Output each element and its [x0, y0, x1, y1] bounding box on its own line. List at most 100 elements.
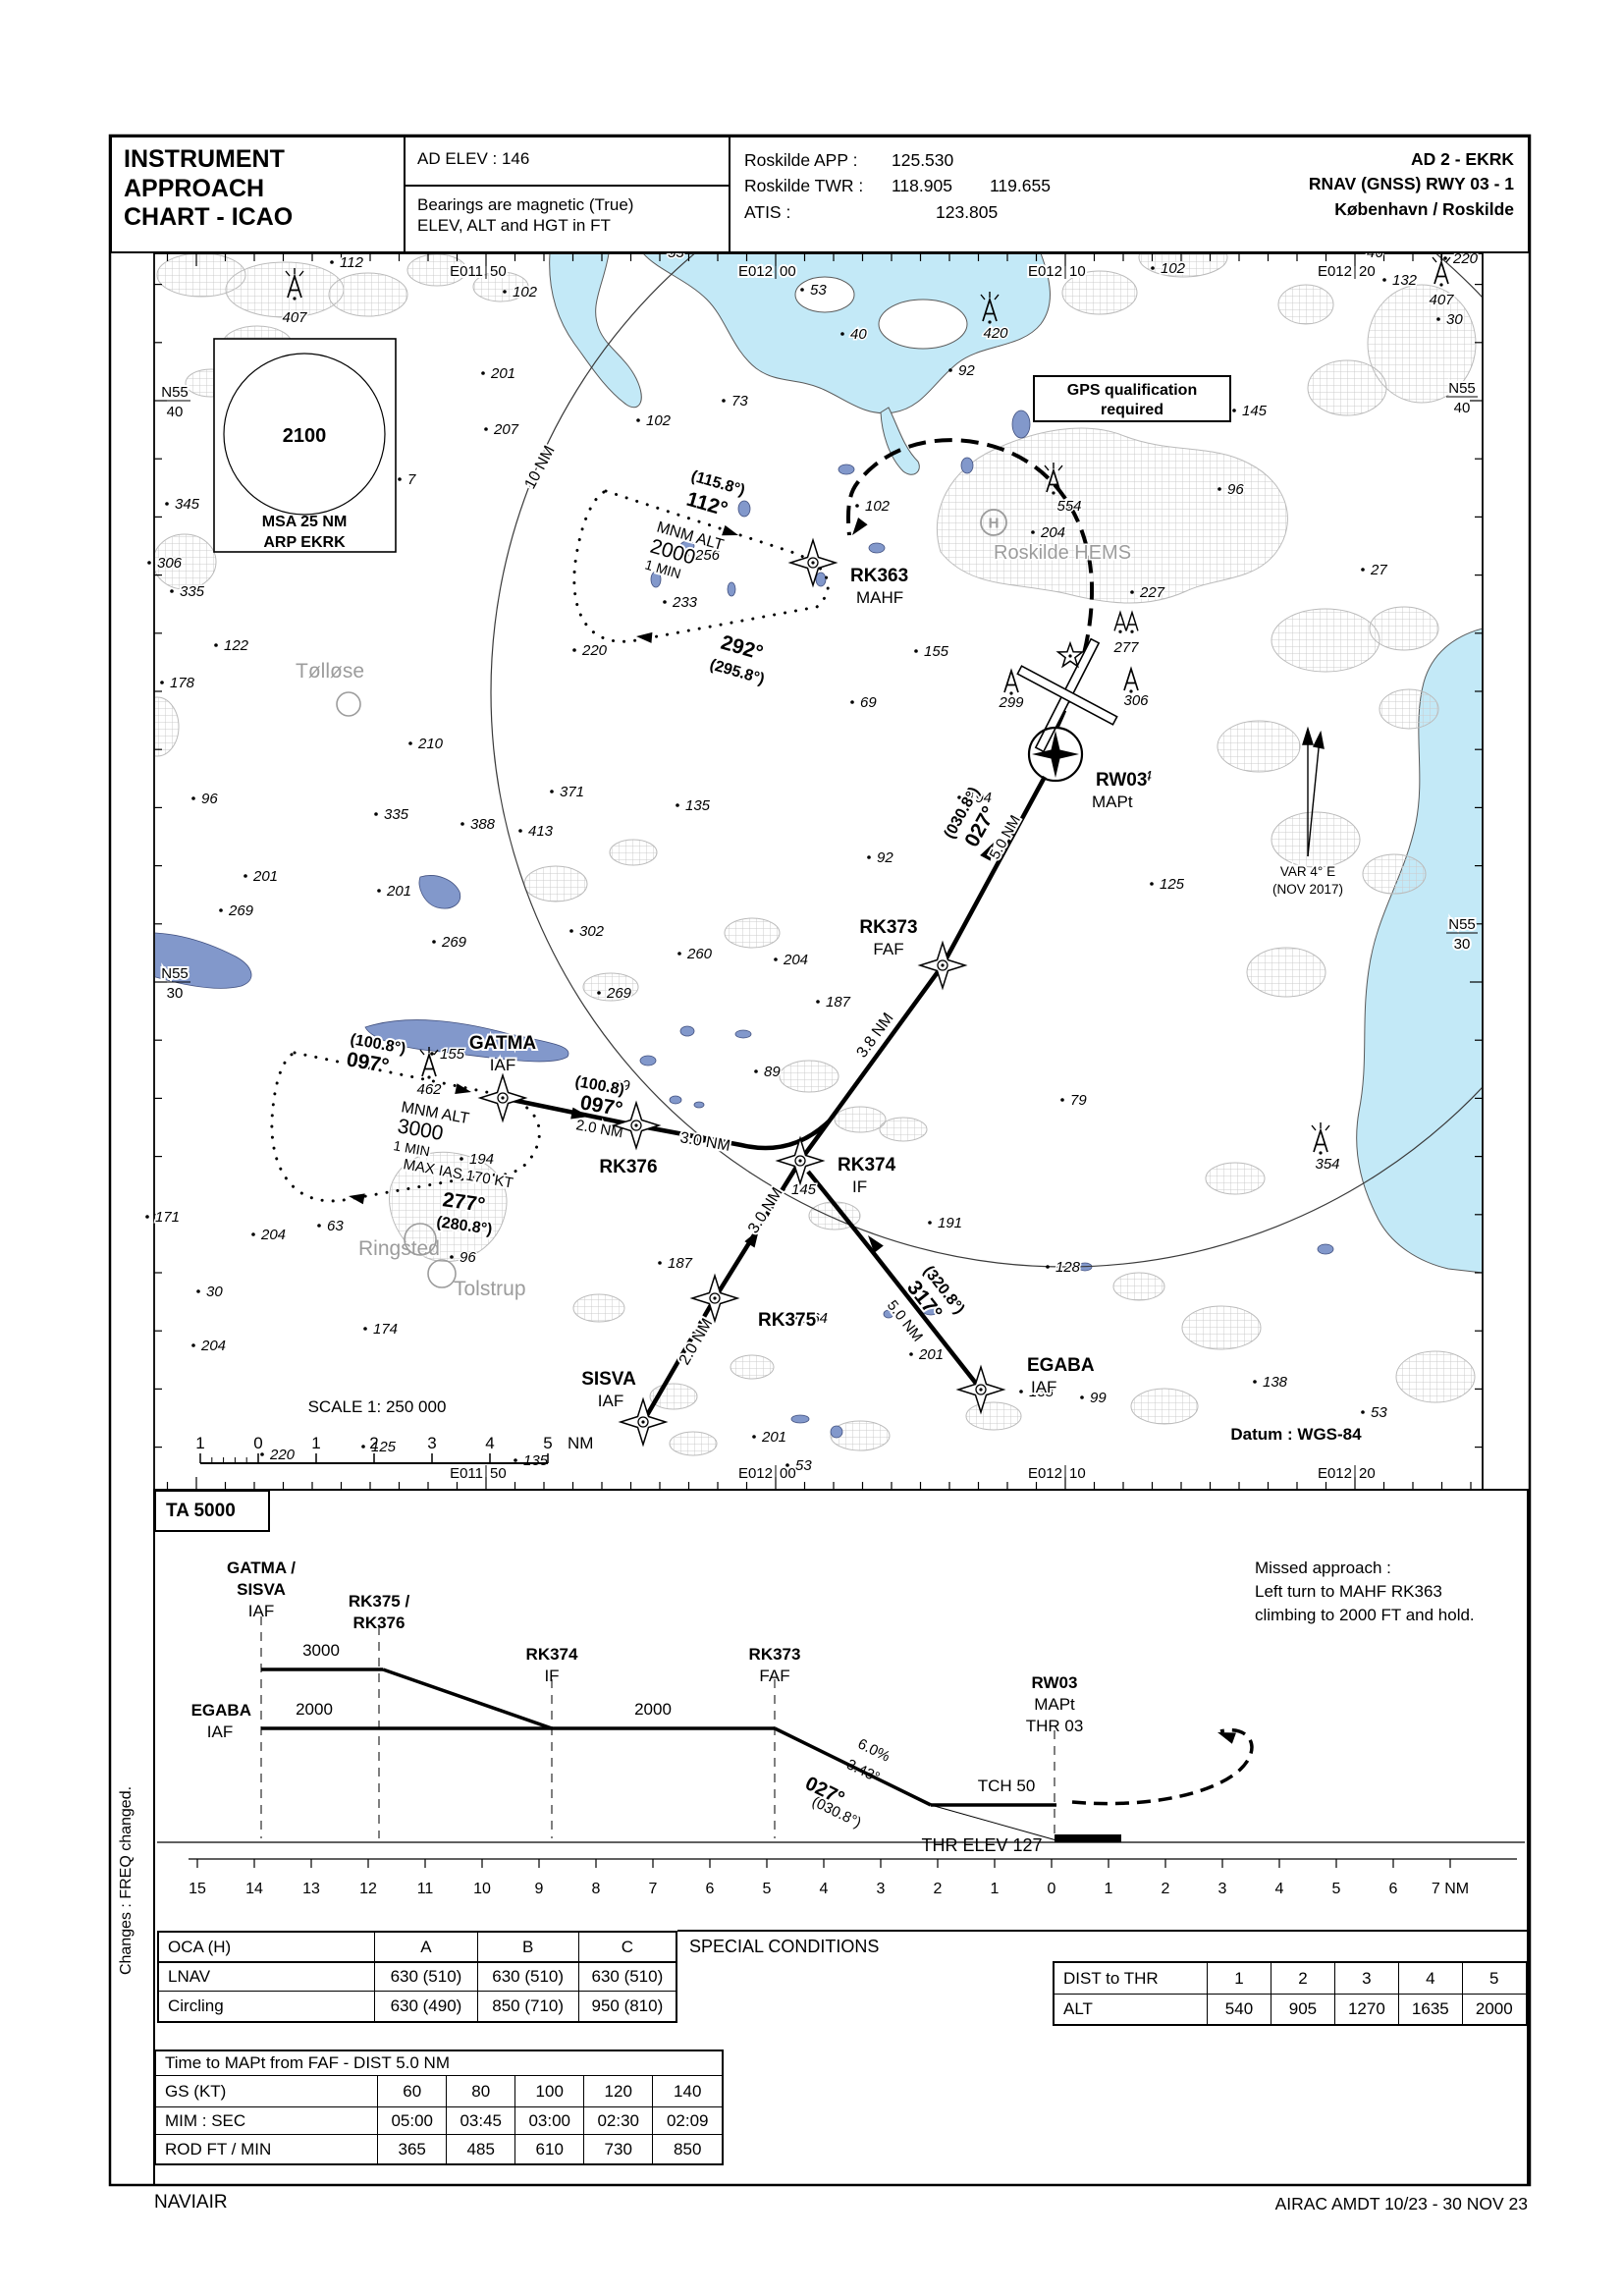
- obstacle-icon: [1123, 666, 1139, 693]
- datum-label: Datum : WGS-84: [1230, 1425, 1362, 1444]
- svg-text:10: 10: [1069, 1465, 1086, 1482]
- distance-tick: 1: [991, 1881, 1000, 1897]
- cell-value: 03:00: [514, 2107, 583, 2134]
- urban-roskilde: [936, 427, 1288, 604]
- spot-elevation: 40: [850, 326, 867, 343]
- spot-elevation: 102: [1161, 260, 1186, 277]
- urban-ringsted: [389, 1151, 508, 1262]
- svg-text:GPS qualification: GPS qualification: [1067, 382, 1197, 399]
- spot-elevation: 220: [1452, 250, 1479, 267]
- cell-value: 02:30: [582, 2107, 653, 2134]
- cell-value: 905: [1271, 1995, 1333, 2024]
- spot-elevation: 335: [384, 806, 409, 823]
- publisher: NAVIAIR: [154, 2192, 228, 2213]
- spot-elevation: 187: [668, 1255, 693, 1272]
- cell-value: 730: [582, 2135, 653, 2163]
- distance-tick: 7: [649, 1881, 658, 1897]
- spot-elevation: 30: [1446, 311, 1463, 328]
- waypoint-icon-RK373: [917, 940, 968, 991]
- spot-elevation: 102: [513, 284, 538, 301]
- spot-elevation: 135: [523, 1452, 549, 1469]
- spot-elevation: 155: [924, 643, 949, 660]
- cell-value: 4: [1398, 1963, 1461, 1994]
- distance-tick: 2: [1162, 1881, 1170, 1897]
- chart-title: INSTRUMENT APPROACH CHART - ICAO: [112, 137, 406, 251]
- graticule-ticks: [154, 253, 1483, 1490]
- transition-altitude: TA 5000: [154, 1490, 270, 1532]
- spot-elevation: 306: [157, 555, 183, 572]
- waypoint-name: RK375: [758, 1310, 817, 1331]
- spot-elevations: 1121022012077345306335122178962012692693…: [145, 244, 1480, 1476]
- obstacle-elevation: 407: [1429, 292, 1454, 308]
- profile-alt-2000: 2000: [634, 1700, 672, 1719]
- waypoint-role: IAF: [598, 1392, 623, 1410]
- spot-elevation: 260: [686, 946, 713, 962]
- profile-missed-curl: [1071, 1728, 1254, 1806]
- svg-text:20: 20: [1359, 263, 1376, 280]
- spot-elevation: 96: [1227, 481, 1244, 498]
- distance-tick: 4: [1275, 1881, 1284, 1897]
- water-fjord: [549, 254, 1482, 1274]
- grid-latitude: N55: [1448, 916, 1476, 933]
- svg-text:MSA 25 NM: MSA 25 NM: [262, 514, 348, 530]
- profile-fix-egaba: EGABA: [190, 1701, 251, 1720]
- svg-text:5: 5: [543, 1434, 552, 1452]
- spot-elevation: 201: [386, 883, 411, 900]
- spot-elevation: 227: [1139, 584, 1165, 601]
- cell-value: 03:45: [445, 2107, 515, 2134]
- bearings-note: Bearings are magnetic (True) ELEV, ALT a…: [417, 195, 634, 236]
- track-arrows: [349, 518, 994, 1253]
- grid-longitude: E012: [1028, 1465, 1062, 1482]
- profile-fix-rw03: RW03: [1031, 1673, 1078, 1692]
- svg-text:00: 00: [780, 263, 796, 280]
- spot-elevation: 73: [731, 393, 748, 410]
- spot-elevation: 164: [803, 1310, 828, 1327]
- obstacle-elevation: 306: [1123, 692, 1149, 709]
- distance-tick: 6: [706, 1881, 715, 1897]
- freq-row: ATIS :123.805: [744, 201, 999, 222]
- row-label: LNAV: [168, 1967, 211, 1986]
- cell-value: 1: [1206, 1963, 1271, 1994]
- svg-text:40: 40: [1454, 400, 1471, 416]
- waypoint-name: RW03: [1096, 770, 1147, 791]
- freq-row: Roskilde APP :125.530: [744, 150, 954, 170]
- spot-elevation: 128: [1055, 1259, 1081, 1276]
- spot-elevation: 135: [685, 797, 711, 814]
- spot-elevation: 7: [407, 471, 416, 488]
- holding-rk363: [572, 489, 830, 643]
- grid-longitude: E012: [738, 263, 773, 280]
- svg-text:30: 30: [167, 985, 184, 1002]
- spot-elevation: 138: [1029, 1384, 1055, 1400]
- cell-value: 950 (810): [577, 1992, 676, 2021]
- obstacle-icon: [285, 268, 304, 301]
- chart-ident: AD 2 - EKRK RNAV (GNSS) RWY 03 - 1 Køben…: [1308, 149, 1514, 219]
- header: INSTRUMENT APPROACH CHART - ICAO AD ELEV…: [110, 136, 1530, 253]
- grid-longitude: E011: [450, 263, 483, 280]
- spot-elevation: 204: [200, 1338, 226, 1354]
- row-label: ROD FT / MIN: [165, 2139, 272, 2159]
- msa-diagram: 2100 MSA 25 NM ARP EKRK: [213, 338, 397, 553]
- obstacle-icon: [1113, 610, 1139, 633]
- spot-elevation: 155: [440, 1046, 465, 1063]
- cell-value: 485: [445, 2135, 515, 2163]
- distance-tick: 2: [934, 1881, 943, 1897]
- obstacle-icon: [419, 1047, 439, 1079]
- distance-tick: 5: [763, 1881, 772, 1897]
- row-label: MIM : SEC: [165, 2110, 246, 2130]
- cell-value: 100: [514, 2076, 583, 2106]
- cell-value: 365: [377, 2135, 446, 2163]
- spot-elevation: 345: [175, 496, 200, 513]
- distance-tick: 13: [302, 1881, 320, 1897]
- frequencies: Roskilde APP :125.530 Roskilde TWR :118.…: [730, 137, 1102, 251]
- row-label: Circling: [168, 1996, 224, 2015]
- svg-text:2: 2: [369, 1434, 378, 1452]
- cell-value: 80: [445, 2076, 515, 2106]
- town-label: Tølløse: [296, 660, 364, 683]
- cell-value: 05:00: [377, 2107, 446, 2134]
- row-label: ALT: [1063, 1999, 1093, 2018]
- svg-text:40: 40: [167, 404, 184, 420]
